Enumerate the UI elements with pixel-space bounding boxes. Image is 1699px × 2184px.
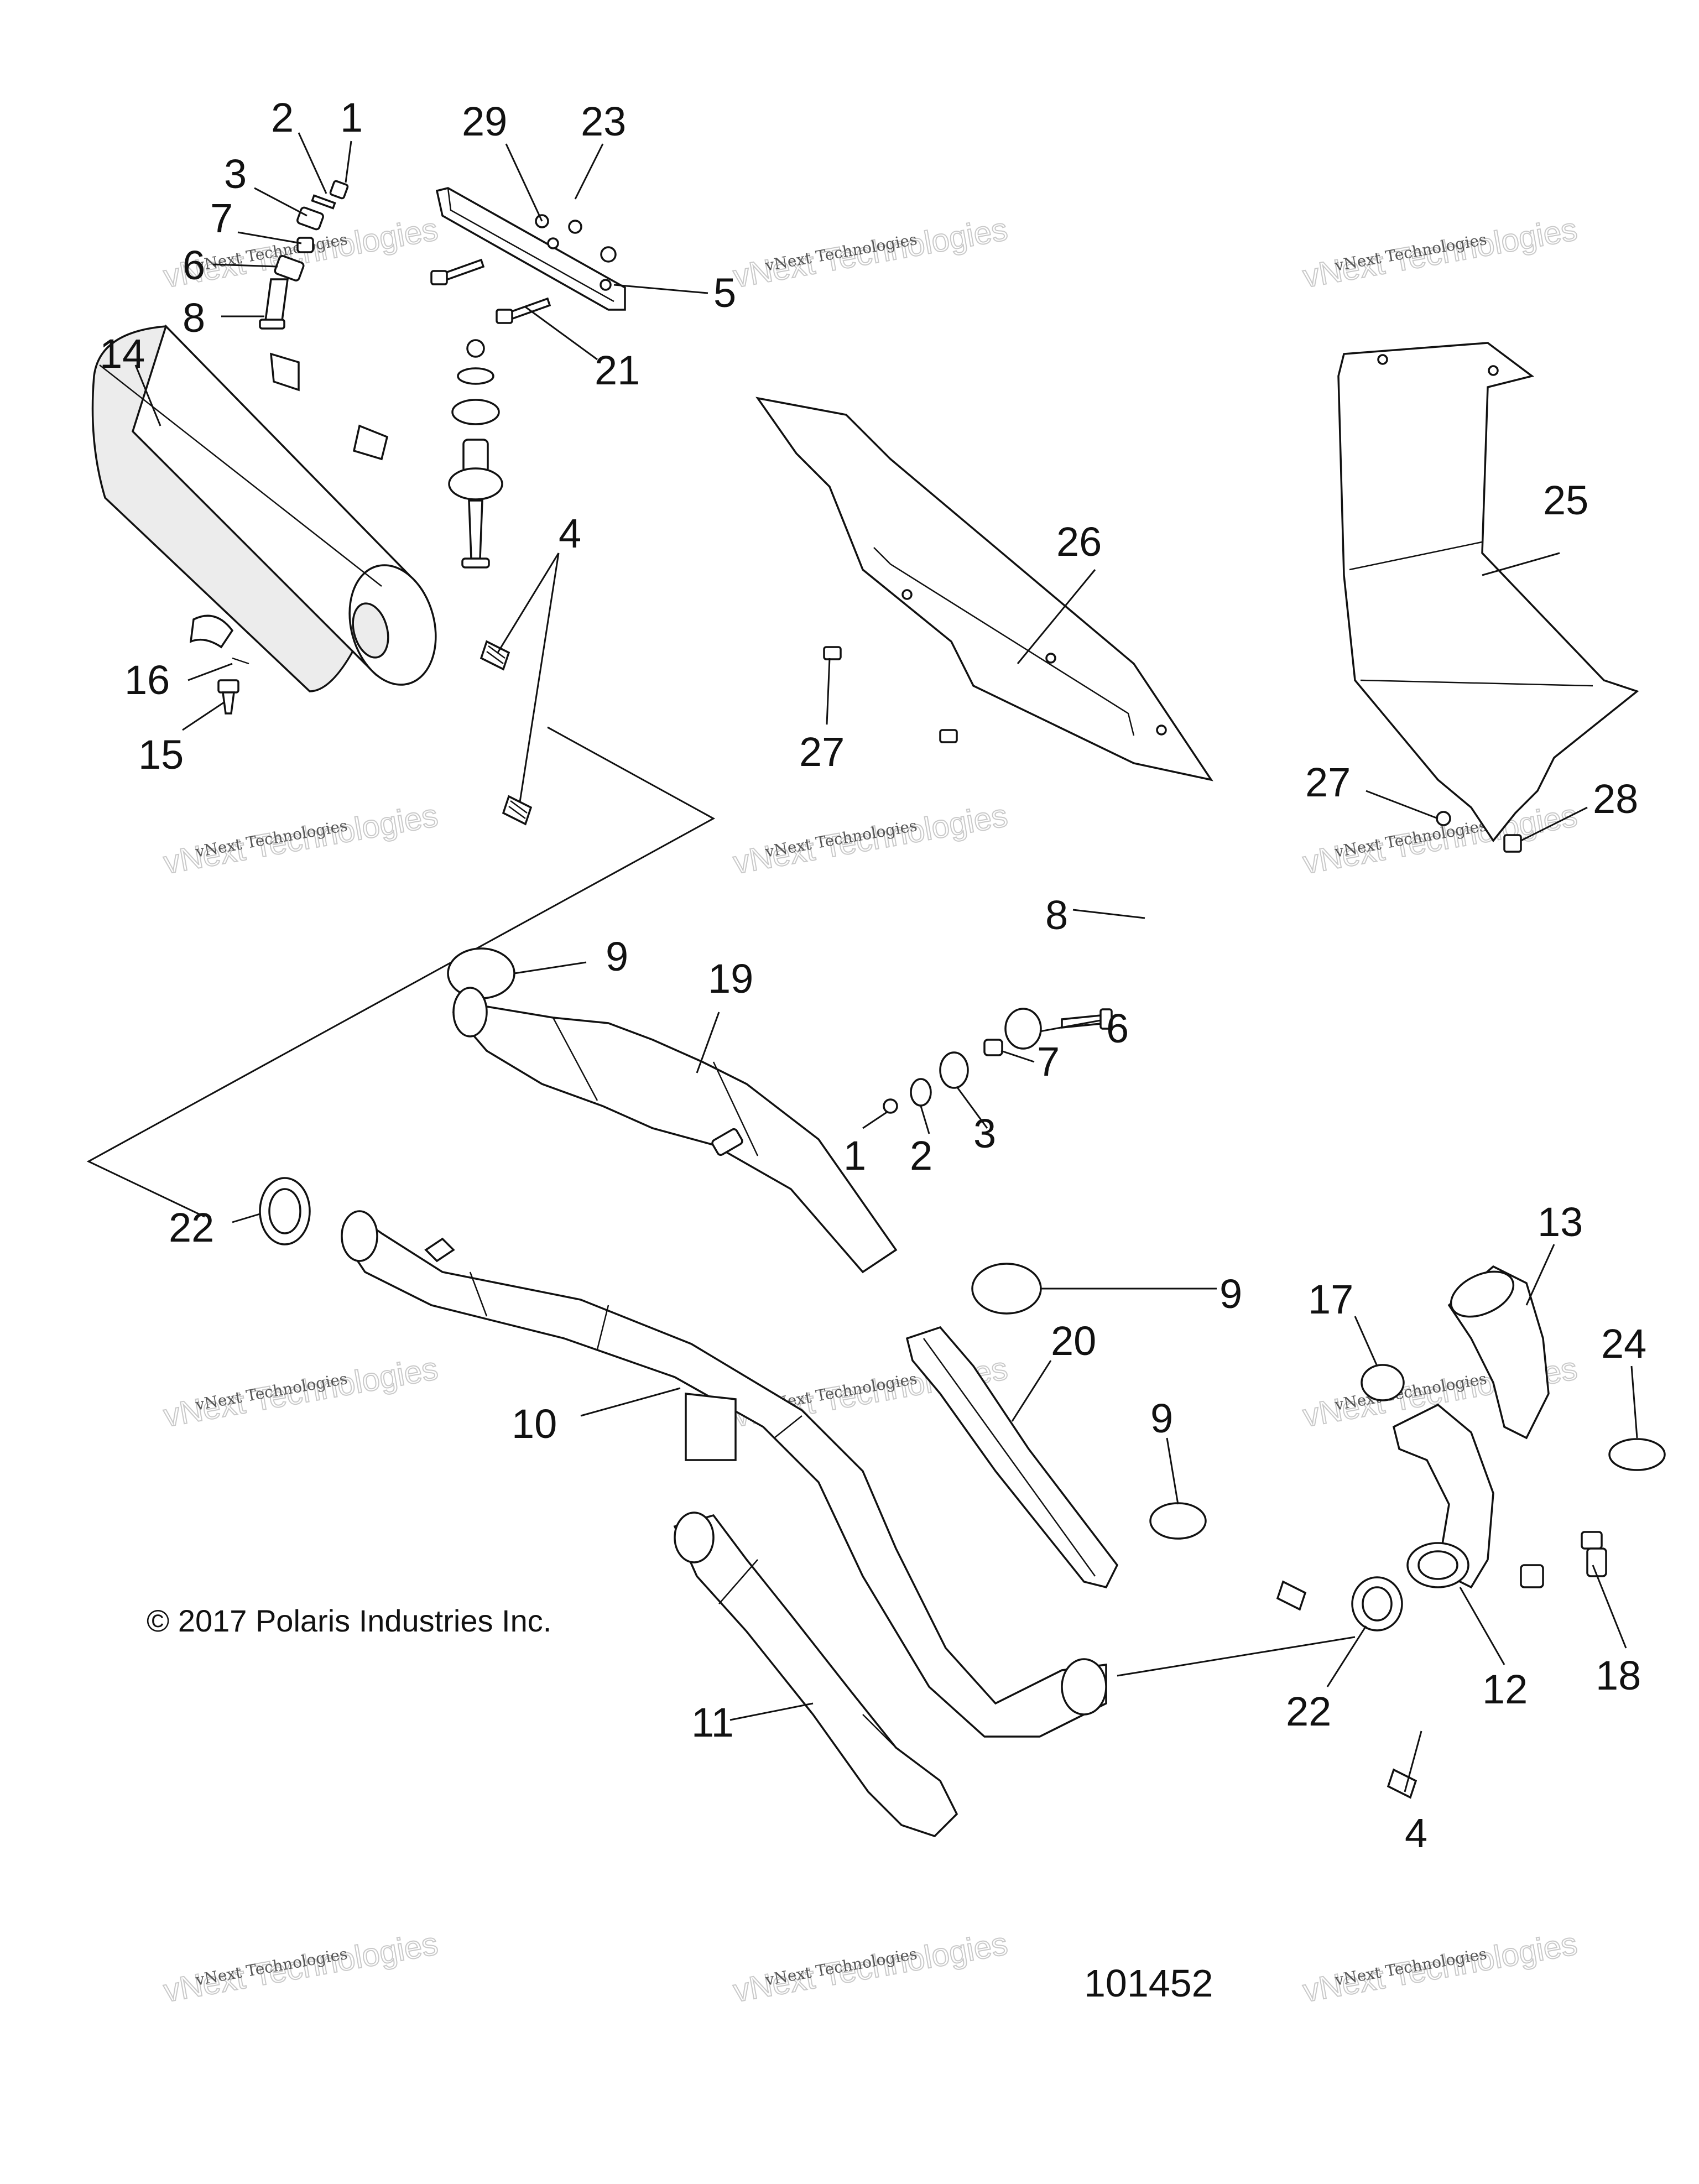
callout-26: 26	[1056, 519, 1102, 565]
callout-27-b: 27	[1305, 759, 1351, 805]
callout-27: 27	[799, 729, 845, 775]
mount-isolator-stack	[448, 339, 503, 569]
watermark: vNext Technologies vNext Technologies	[730, 1925, 1011, 2010]
callout-4: 4	[559, 510, 581, 556]
reference-lines	[86, 726, 1356, 1677]
callout-3-b: 3	[973, 1111, 996, 1156]
callout-7: 7	[210, 195, 233, 241]
callout-7-b: 7	[1037, 1039, 1060, 1085]
callout-3: 3	[224, 151, 247, 197]
callout-19: 19	[708, 956, 753, 1002]
callout-22: 22	[169, 1205, 214, 1250]
pipe-11	[673, 1511, 958, 1838]
watermark: vNext Technologies vNext Technologies	[160, 797, 441, 882]
callout-10: 10	[512, 1401, 557, 1447]
callout-17: 17	[1308, 1276, 1353, 1322]
watermark: vNext Technologies vNext Technologies	[730, 797, 1011, 882]
callout-25: 25	[1543, 477, 1588, 523]
callout-1-b: 1	[843, 1133, 866, 1179]
callout-15: 15	[138, 732, 184, 778]
watermark: vNext Technologies vNext Technologies	[1300, 1925, 1581, 2010]
pipe-10	[341, 1210, 1107, 1738]
heat-shield-20	[905, 1326, 1119, 1589]
callout-28: 28	[1593, 776, 1638, 822]
callout-24: 24	[1601, 1321, 1646, 1367]
header-pipe-12	[1361, 1364, 1494, 1589]
callout-16: 16	[124, 657, 170, 703]
callout-5: 5	[713, 270, 736, 316]
springs-4	[480, 640, 1417, 1799]
callout-20: 20	[1051, 1318, 1096, 1364]
callout-9-c: 9	[1150, 1395, 1173, 1441]
pipe-19	[452, 987, 898, 1274]
gaskets-22	[259, 1177, 1403, 1632]
diagram-number: 101452	[1084, 1962, 1213, 2005]
callout-22-b: 22	[1286, 1688, 1331, 1734]
callout-12: 12	[1482, 1666, 1528, 1712]
hardware-stack-upper	[259, 180, 349, 330]
watermark: vNext Technologies vNext Technologies	[730, 211, 1011, 295]
callout-9-b: 9	[1219, 1271, 1242, 1317]
callout-21: 21	[595, 347, 640, 393]
callout-labels: 1 2 3 7 6 8 29 23 5 21 14 4 16 15 26 27 …	[100, 95, 1646, 1856]
callout-6: 6	[183, 242, 205, 288]
callout-8-b: 8	[1045, 892, 1068, 938]
watermark: vNext Technologies vNext Technologies	[160, 1925, 441, 2010]
callout-11: 11	[691, 1700, 734, 1745]
watermark: vNext Technologies vNext Technologies	[1300, 211, 1581, 295]
muffler-14	[91, 324, 437, 692]
callout-2-b: 2	[910, 1133, 932, 1179]
copyright-notice: © 2017 Polaris Industries Inc.	[147, 1603, 551, 1638]
callout-1: 1	[340, 95, 363, 140]
sensors-18	[1520, 1531, 1607, 1588]
callout-6-b: 6	[1106, 1005, 1129, 1051]
heat-shield-26	[755, 397, 1213, 781]
heat-shield-bracket-5	[430, 187, 626, 324]
bolt-15-clip-16	[217, 657, 249, 715]
callout-2: 2	[271, 95, 294, 140]
leader-lines	[134, 132, 1638, 1792]
callout-9: 9	[606, 934, 628, 979]
pipe-13	[1447, 1265, 1550, 1440]
watermark: vNext Technologies vNext Technologies	[160, 1350, 441, 1435]
callout-4-b: 4	[1405, 1810, 1427, 1856]
watermark: vNext Technologies vNext Technologies	[1300, 797, 1581, 882]
callout-8: 8	[183, 295, 205, 341]
callout-18: 18	[1596, 1653, 1641, 1698]
callout-23: 23	[581, 98, 626, 144]
callout-14: 14	[100, 331, 145, 377]
callout-29: 29	[462, 98, 507, 144]
hardware-stack-lower	[883, 1008, 1113, 1114]
clamps-9	[447, 947, 1666, 1540]
heat-shield-25	[1337, 342, 1639, 853]
callout-13: 13	[1538, 1199, 1583, 1245]
